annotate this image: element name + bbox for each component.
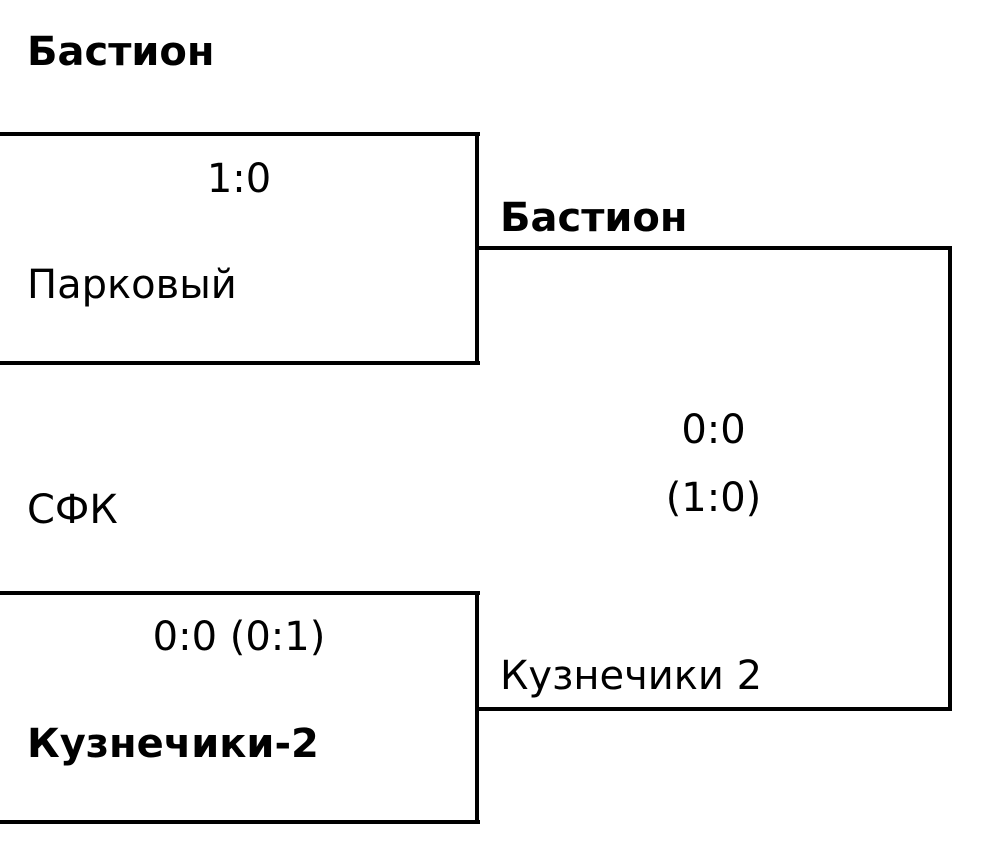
semifinal-1-score: 1:0 [206,156,272,202]
semifinal-1-team-top: Бастион [27,29,215,75]
final-bottom-line [475,707,952,711]
final-team-bottom: Кузнечики 2 [500,653,763,699]
final-top-line [475,246,952,250]
semifinal-2-team-bottom: Кузнечики-2 [27,721,319,767]
final-connector [948,246,952,711]
final-score: 0:0 [681,407,746,453]
semifinal-1-bottom-line [0,361,480,365]
final-team-top: Бастион [500,195,688,241]
semifinal-1-top-line [0,132,480,136]
semifinal-2-team-top: СФК [27,487,118,533]
semifinal-2-score: 0:0 (0:1) [152,614,326,660]
final-penalties: (1:0) [665,475,762,521]
semifinal-1-team-bottom: Парковый [27,262,237,308]
semifinal-2-bottom-line [0,820,480,824]
semifinal-2-top-line [0,591,480,595]
